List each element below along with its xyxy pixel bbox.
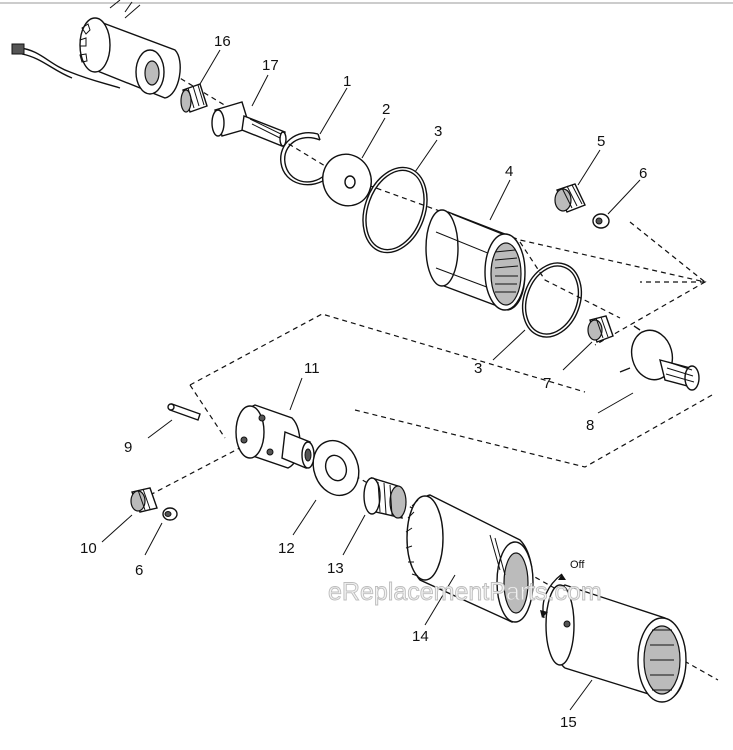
part-10-gear bbox=[130, 487, 158, 513]
label-10: 10 bbox=[80, 540, 97, 557]
part-8-carrier bbox=[619, 325, 700, 391]
label-3-upper: 3 bbox=[434, 123, 442, 140]
label-4: 4 bbox=[505, 163, 513, 180]
part-labels: 16 17 1 2 3 4 5 6 3 7 8 11 9 10 6 12 13 … bbox=[80, 33, 647, 731]
label-2: 2 bbox=[382, 101, 390, 118]
lower-assembly: Off bbox=[130, 281, 719, 703]
leader-lines bbox=[101, 4, 641, 711]
off-rotation-arrow: Off bbox=[540, 559, 585, 619]
label-15: 15 bbox=[560, 714, 577, 731]
label-11: 11 bbox=[304, 360, 320, 377]
part-13-bearing bbox=[363, 477, 407, 519]
part-3-oring-upper bbox=[362, 166, 428, 254]
off-label: Off bbox=[570, 559, 585, 571]
label-3-lower: 3 bbox=[474, 360, 482, 377]
upper-assembly bbox=[11, 0, 707, 391]
part-9-pin bbox=[167, 403, 201, 421]
motor-housing-top bbox=[11, 0, 181, 99]
axis-lower-left bbox=[149, 439, 256, 496]
part-16-bearing bbox=[180, 83, 208, 113]
frame-right bbox=[354, 394, 713, 468]
frame-left bbox=[189, 384, 226, 439]
part-7-gear bbox=[587, 315, 614, 343]
part-11-hub bbox=[235, 404, 315, 469]
label-12: 12 bbox=[278, 540, 295, 557]
label-14: 14 bbox=[412, 628, 429, 645]
part-3-oring-lower bbox=[521, 262, 583, 338]
label-6-lower: 6 bbox=[135, 562, 143, 579]
part-12-washer bbox=[312, 439, 360, 497]
part-4-sleeve bbox=[425, 209, 526, 311]
axis-gear5 bbox=[629, 221, 706, 283]
frame-top bbox=[189, 313, 586, 393]
axis-upper-b bbox=[519, 241, 621, 319]
label-8: 8 bbox=[586, 417, 594, 434]
label-6-upper: 6 bbox=[639, 165, 647, 182]
part-15-outer-sleeve bbox=[545, 584, 687, 703]
part-1-retaining-ring bbox=[280, 132, 331, 186]
part-2-washer bbox=[322, 153, 372, 207]
part-14-gear-drum bbox=[405, 494, 534, 623]
label-5: 5 bbox=[597, 133, 605, 150]
part-6-pin-upper bbox=[592, 213, 610, 229]
label-17: 17 bbox=[262, 57, 279, 74]
watermark: eReplacementParts.com bbox=[328, 578, 602, 606]
label-13: 13 bbox=[327, 560, 344, 577]
part-5-gear bbox=[554, 183, 586, 213]
part-6-pin-lower bbox=[162, 507, 178, 521]
label-9: 9 bbox=[124, 439, 132, 456]
part-17-shaft bbox=[211, 101, 287, 147]
label-1: 1 bbox=[343, 73, 351, 90]
label-16: 16 bbox=[214, 33, 231, 50]
label-7: 7 bbox=[543, 375, 551, 392]
